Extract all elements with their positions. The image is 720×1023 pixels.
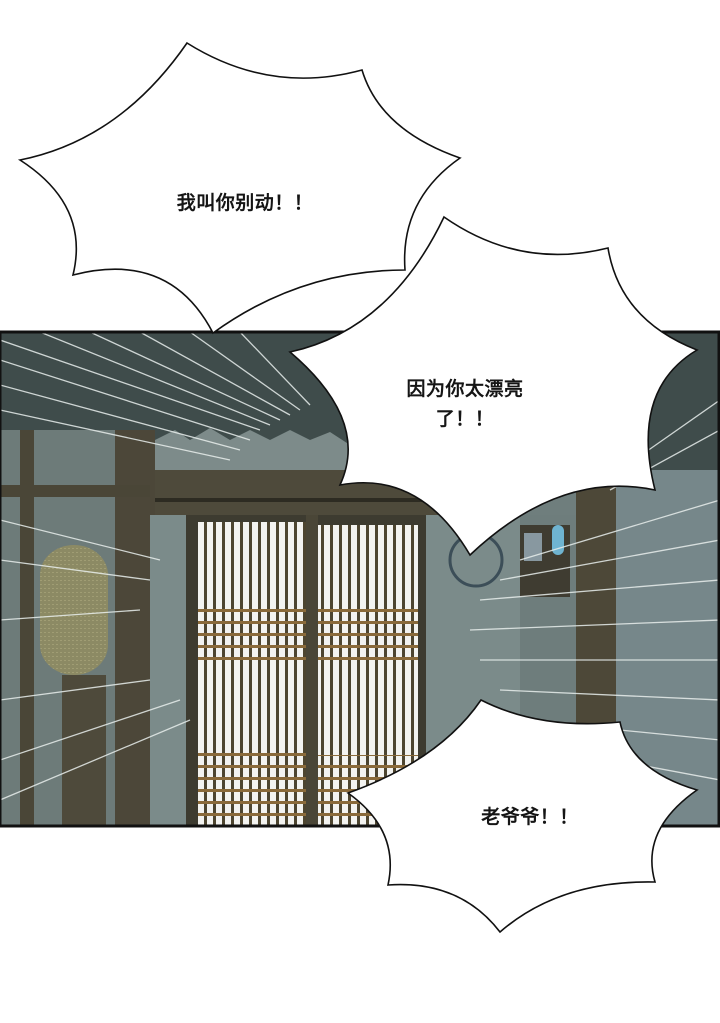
- bubble-2-line-2: 了！！: [435, 408, 495, 430]
- bubble-2-line-1: 因为你太漂亮: [406, 378, 524, 400]
- lattice-sliding-door: [186, 515, 426, 826]
- speech-bubble-2: [288, 215, 699, 557]
- speed-lines: [0, 332, 719, 801]
- hanging-straw-mat: [40, 545, 108, 675]
- bubble-3-text: 老爷爷！！: [481, 806, 579, 828]
- bubble-2-text: 因为你太漂亮 了！！: [370, 374, 560, 434]
- roof-eave: [155, 428, 350, 480]
- bubble-1-text: 我叫你别动！！: [176, 192, 314, 214]
- speech-bubble-1: [17, 41, 462, 335]
- speech-bubble-3: [346, 698, 699, 934]
